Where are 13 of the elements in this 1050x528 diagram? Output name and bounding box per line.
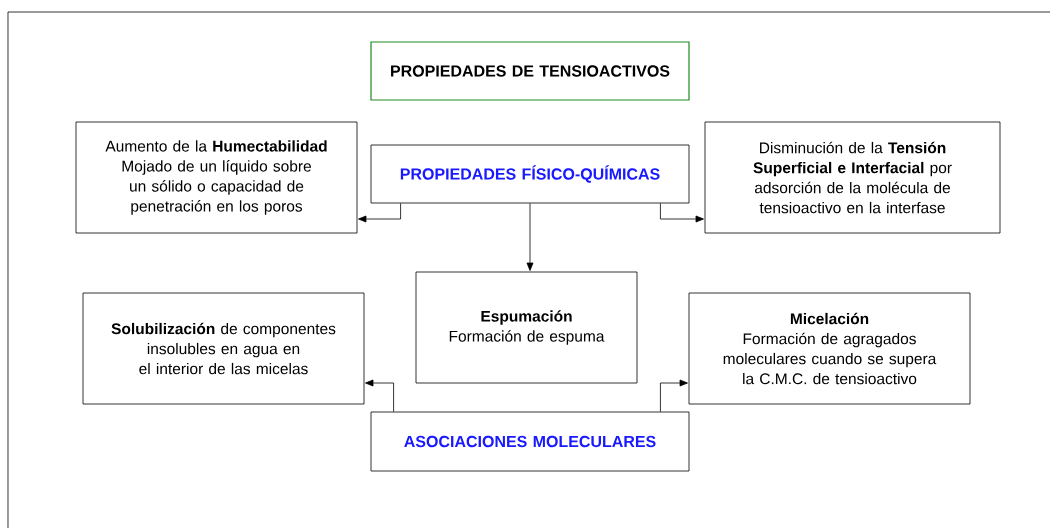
- property-box: Aumento de la Humectabilidad Mojado de un líquido sobre un sólido o capacidad de penetración en los poros: [75, 121, 358, 234]
- property-box: Disminución de la Tensión Superficial e Interfacial por adsorción de la molécula de tensioactivo en la interfase: [704, 121, 1001, 234]
- property-box: Espumación Formación de espuma: [415, 271, 638, 384]
- arrow: [365, 379, 394, 412]
- property-box: Micelación Formación de agragados moleculares cuando se supera la C.M.C. de tensioactivo: [688, 292, 971, 405]
- arrow: [660, 379, 688, 412]
- category-box: PROPIEDADES FÍSICO-QUÍMICAS: [370, 144, 690, 204]
- property-box: Solubilización de componentes insolubles en agua en el interior de las micelas: [82, 292, 365, 405]
- arrow: [358, 203, 401, 223]
- title-box: PROPIEDADES DE TENSIOACTIVOS: [370, 41, 690, 101]
- arrow: [660, 203, 704, 223]
- arrow: [526, 203, 534, 271]
- category-box: ASOCIACIONES MOLECULARES: [370, 411, 690, 472]
